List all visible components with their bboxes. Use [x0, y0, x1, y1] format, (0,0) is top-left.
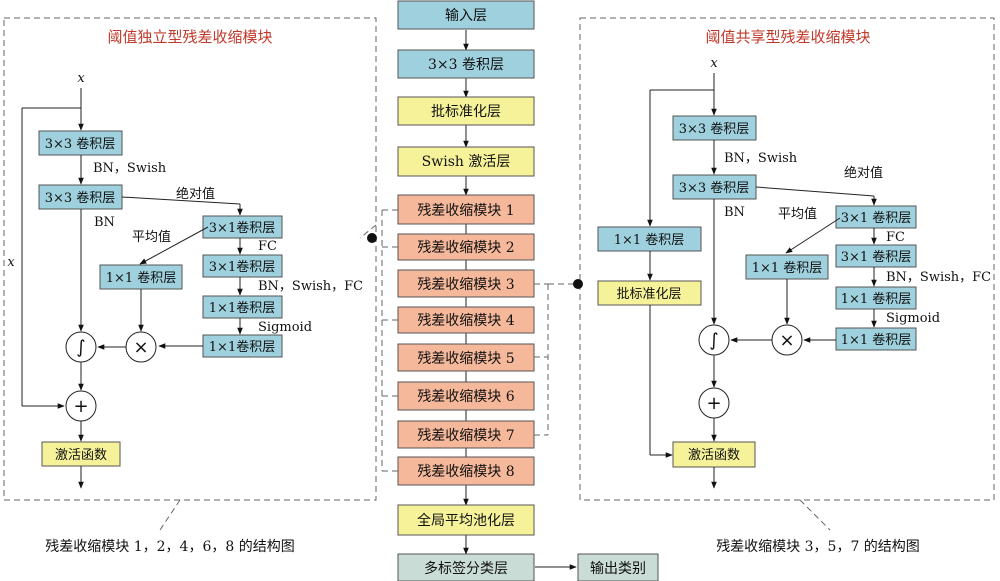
rsbu-1-label: 残差收缩模块 1: [417, 203, 514, 219]
left-caption: 残差收缩模块 1，2，4，6，8 的结构图: [45, 539, 294, 555]
left-act-label: 激活函数: [55, 448, 107, 463]
right-x-top: x: [710, 56, 718, 71]
left-c11c-label: 1×1卷积层: [209, 339, 275, 355]
left-c11b-box: [202, 295, 283, 319]
right-caption: 残差收缩模块 3，5，7 的结构图: [716, 539, 920, 555]
left-c31a-label: 3×1卷积层: [209, 220, 275, 236]
rsbu-6-box: [397, 381, 535, 411]
swish-label: Swish 激活层: [422, 153, 511, 170]
right-bn: BN: [724, 205, 745, 220]
classifier-box: [397, 553, 535, 581]
left-c31b-box: [202, 254, 283, 278]
rsbu-3-label: 残差收缩模块 3: [417, 277, 514, 293]
center-column: 输入层 3×3 卷积层 批标准化层 Swish 激活层 残差收缩模块 1 残差收…: [397, 0, 659, 581]
rsbu-5-label: 残差收缩模块 5: [417, 351, 514, 367]
rsbu-stack: 残差收缩模块 1 残差收缩模块 2 残差收缩模块 3 残差收缩模块 4 残差收缩…: [397, 194, 535, 486]
left-mul-symbol: ×: [133, 337, 148, 358]
left-group-dot: [367, 233, 377, 243]
rsbu-1-box: [397, 194, 535, 225]
right-soft-symbol: ∫: [709, 330, 718, 351]
input-layer-box: [397, 0, 535, 30]
output-box: [577, 553, 659, 581]
conv3x3-box: [397, 49, 535, 79]
gap-box: [397, 504, 535, 536]
input-layer-label: 输入层: [445, 8, 487, 24]
left-c11b-label: 1×1卷积层: [209, 300, 275, 316]
right-c31b-box: [835, 244, 917, 268]
right-panel-frame: [579, 17, 995, 501]
right-side-bn-label: 批标准化层: [616, 287, 681, 302]
right-abs: 绝对值: [844, 165, 883, 181]
right-c11-box: [745, 254, 829, 280]
swish-box: [397, 146, 535, 177]
right-c11b-box: [835, 286, 917, 310]
right-side-conv-label: 1×1 卷积层: [614, 232, 685, 248]
left-conv2-label: 3×3 卷积层: [45, 190, 116, 206]
left-avg: 平均值: [132, 229, 171, 245]
classifier-label: 多标签分类层: [424, 560, 508, 577]
rsbu-2-box: [397, 233, 535, 261]
output-label: 输出类别: [590, 561, 646, 577]
right-sigmoid: Sigmoid: [886, 311, 940, 326]
right-bn-swish: BN，Swish: [724, 151, 798, 166]
rsbu-8-label: 残差收缩模块 8: [417, 464, 514, 480]
left-bn: BN: [94, 215, 115, 230]
left-title: 阈值独立型残差收缩模块: [107, 28, 272, 46]
left-bn-swish-fc: BN，Swish，FC: [258, 279, 363, 294]
left-x-side: x: [7, 255, 15, 270]
right-conv2-label: 3×3 卷积层: [679, 180, 750, 196]
right-c11c-box: [835, 327, 917, 351]
left-panel-frame: [3, 17, 377, 501]
rsbu-4-label: 残差收缩模块 4: [417, 313, 514, 329]
conv3x3-label: 3×3 卷积层: [428, 57, 504, 73]
bn-box: [397, 96, 535, 126]
right-mul-symbol: ×: [779, 330, 794, 351]
rsbu-6-label: 残差收缩模块 6: [417, 389, 514, 405]
right-act-box: [672, 441, 756, 468]
right-group-dot: [573, 279, 583, 289]
right-c11c-label: 1×1 卷积层: [841, 332, 912, 348]
right-fc: FC: [886, 230, 905, 245]
left-soft-symbol: ∫: [76, 337, 85, 358]
right-avg: 平均值: [778, 206, 817, 222]
right-bn-swish-fc: BN，Swish，FC: [886, 270, 991, 285]
right-c31a-box: [835, 205, 917, 229]
left-panel: 阈值独立型残差收缩模块 x x 3×3 卷积层 BN，Swish 3×3 卷积层…: [7, 28, 363, 555]
left-act-box: [41, 441, 121, 467]
right-c31a-label: 3×1 卷积层: [841, 210, 912, 226]
right-conv1-label: 3×3 卷积层: [679, 121, 750, 137]
rsbu-5-box: [397, 343, 535, 372]
left-x-top: x: [77, 71, 85, 86]
left-add-symbol: +: [73, 396, 88, 417]
left-abs: 绝对值: [176, 186, 215, 202]
left-conv2-box: [38, 184, 123, 210]
left-bn-swish: BN，Swish: [93, 161, 167, 176]
left-c11-label: 1×1 卷积层: [106, 270, 177, 286]
rsbu-3-box: [397, 269, 535, 298]
rsbu-2-label: 残差收缩模块 2: [417, 240, 514, 256]
right-panel: 阈值共享型残差收缩模块 x 3×3 卷积层 BN，Swish 3×3 卷积层 B…: [597, 28, 991, 555]
right-title: 阈值共享型残差收缩模块: [705, 28, 870, 46]
bn-label: 批标准化层: [431, 104, 501, 120]
left-conv1-box: [38, 130, 123, 156]
left-c31a-box: [202, 215, 283, 239]
left-fc: FC: [258, 239, 277, 254]
left-conv1-label: 3×3 卷积层: [45, 136, 116, 152]
right-c11-label: 1×1 卷积层: [752, 260, 823, 276]
right-c11b-label: 1×1 卷积层: [841, 291, 912, 307]
right-add-symbol: +: [706, 393, 721, 414]
rsbu-7-label: 残差收缩模块 7: [417, 428, 514, 444]
right-c31b-label: 3×1 卷积层: [841, 249, 912, 265]
left-sigmoid: Sigmoid: [258, 320, 312, 335]
gap-label: 全局平均池化层: [417, 512, 515, 529]
group-brackets: [359, 209, 583, 472]
rsbu-7-box: [397, 420, 535, 449]
left-c31b-label: 3×1卷积层: [209, 259, 275, 275]
right-conv1-box: [672, 115, 757, 141]
right-act-label: 激活函数: [688, 448, 740, 463]
